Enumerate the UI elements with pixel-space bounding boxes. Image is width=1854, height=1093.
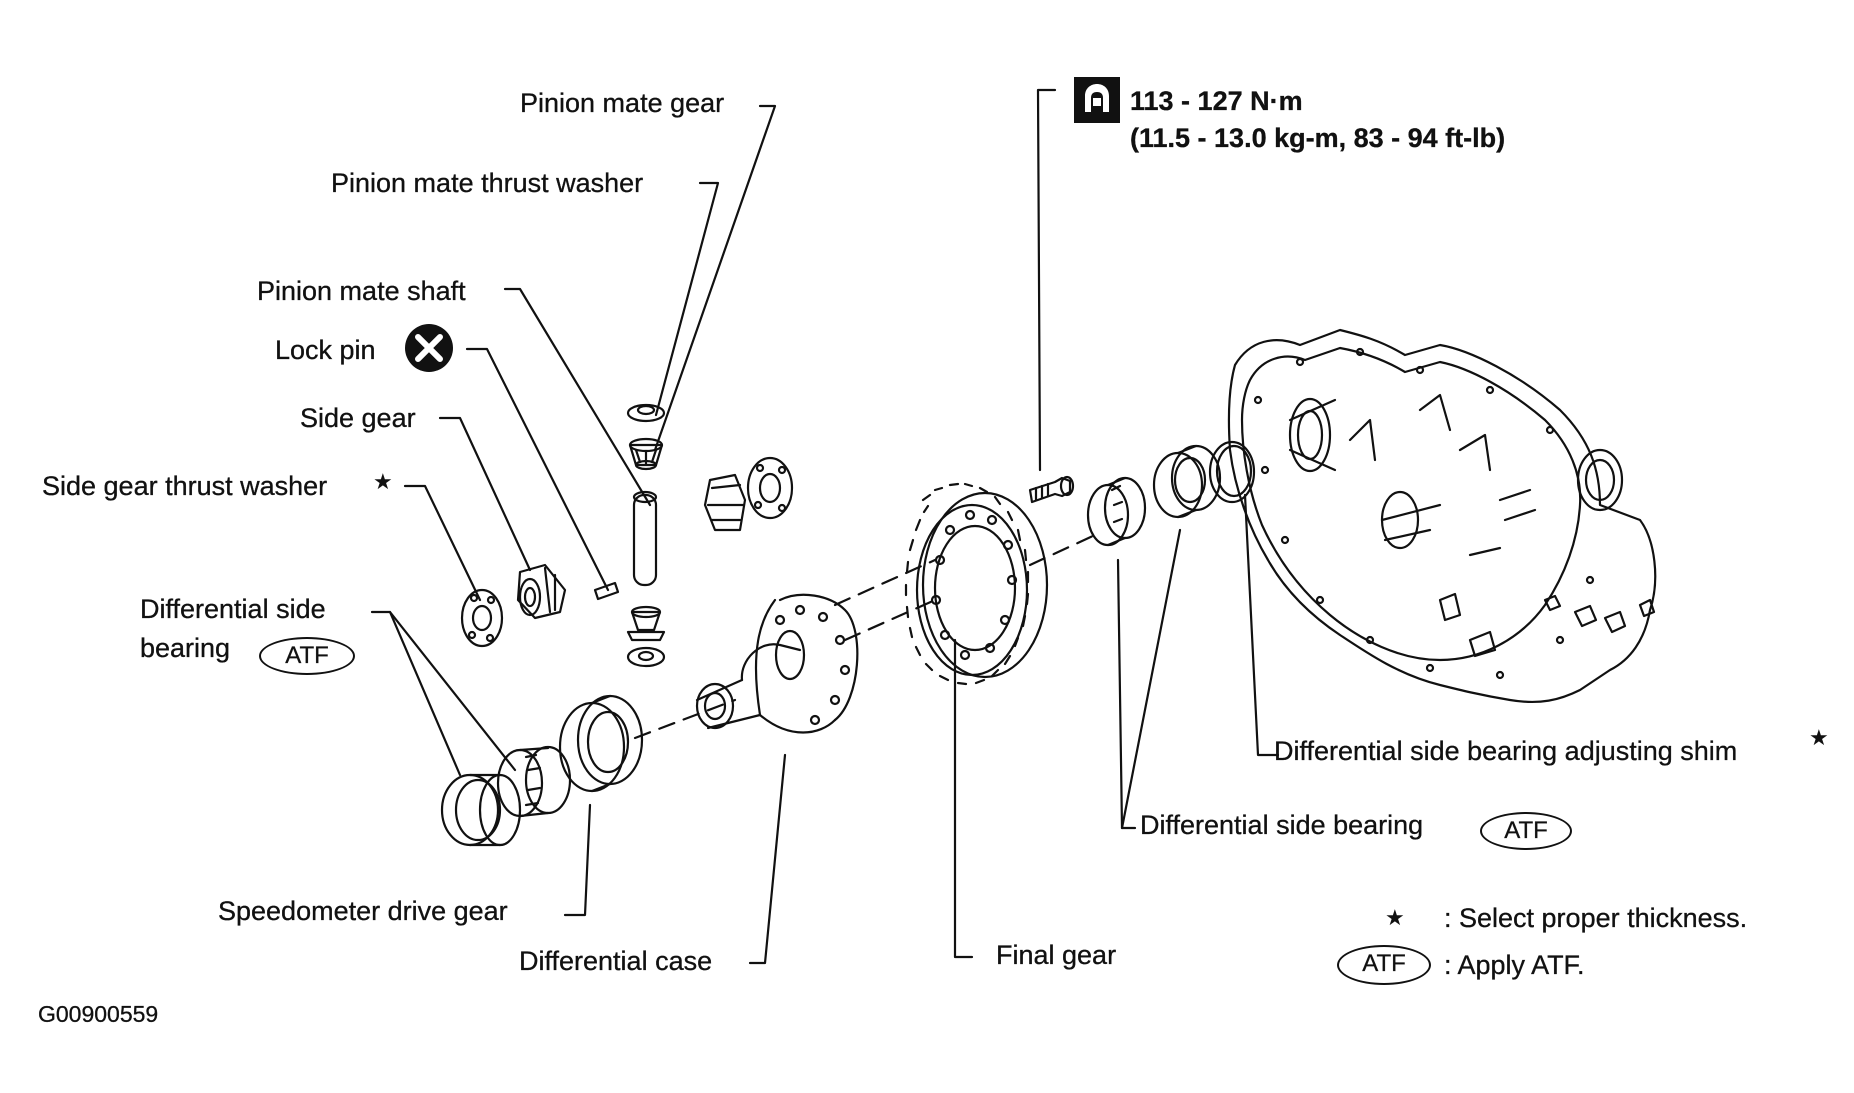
label-pinion-mate-thrust-washer: Pinion mate thrust washer [331, 168, 644, 198]
label-adjusting-shim: Differential side bearing adjusting shim [1274, 736, 1738, 766]
star-icon: ★ [1809, 726, 1829, 751]
wrench-torque-icon [1074, 77, 1120, 123]
side-gear-left [460, 563, 567, 648]
final-gear [904, 482, 1049, 686]
torque-conversion: (11.5 - 13.0 kg-m, 83 - 94 ft-lb) [1130, 123, 1506, 153]
right-side-bearing [1086, 444, 1222, 547]
legend-star-text: : Select proper thickness. [1444, 903, 1748, 933]
leader-lines [370, 88, 1280, 965]
legend-atf-text: : Apply ATF. [1444, 950, 1585, 980]
label-differential-side-bearing-left-l1: Differential side [140, 594, 326, 624]
label-speedometer-drive-gear: Speedometer drive gear [218, 896, 508, 926]
star-icon: ★ [1385, 906, 1405, 931]
star-icon: ★ [373, 470, 393, 495]
label-pinion-mate-shaft: Pinion mate shaft [257, 276, 466, 306]
atf-badge-legend: ATF [1337, 945, 1431, 985]
label-differential-side-bearing-right: Differential side bearing [1140, 810, 1424, 840]
label-differential-case: Differential case [519, 946, 713, 976]
label-side-gear: Side gear [300, 403, 416, 433]
label-side-gear-thrust-washer: Side gear thrust washer [42, 471, 328, 501]
atf-badge-right: ATF [1480, 812, 1572, 850]
do-not-reuse-icon [405, 324, 453, 372]
label-pinion-mate-gear: Pinion mate gear [520, 88, 725, 118]
side-gear-upper [703, 456, 794, 532]
torque-value: 113 - 127 N·m [1130, 86, 1303, 116]
final-gear-bolt [1028, 475, 1075, 504]
left-side-bearing [440, 745, 572, 847]
label-final-gear: Final gear [996, 940, 1117, 970]
figure-id: G00900559 [38, 1001, 159, 1027]
differential-case [695, 593, 859, 734]
label-lock-pin: Lock pin [275, 335, 376, 365]
label-differential-side-bearing-left-l2: bearing [140, 633, 231, 663]
pinion-mate-parts [593, 403, 666, 668]
atf-badge-left: ATF [259, 637, 355, 675]
speedometer-drive-gear [558, 694, 644, 793]
adjusting-shim [1208, 440, 1256, 504]
transaxle-housing [1227, 328, 1657, 704]
